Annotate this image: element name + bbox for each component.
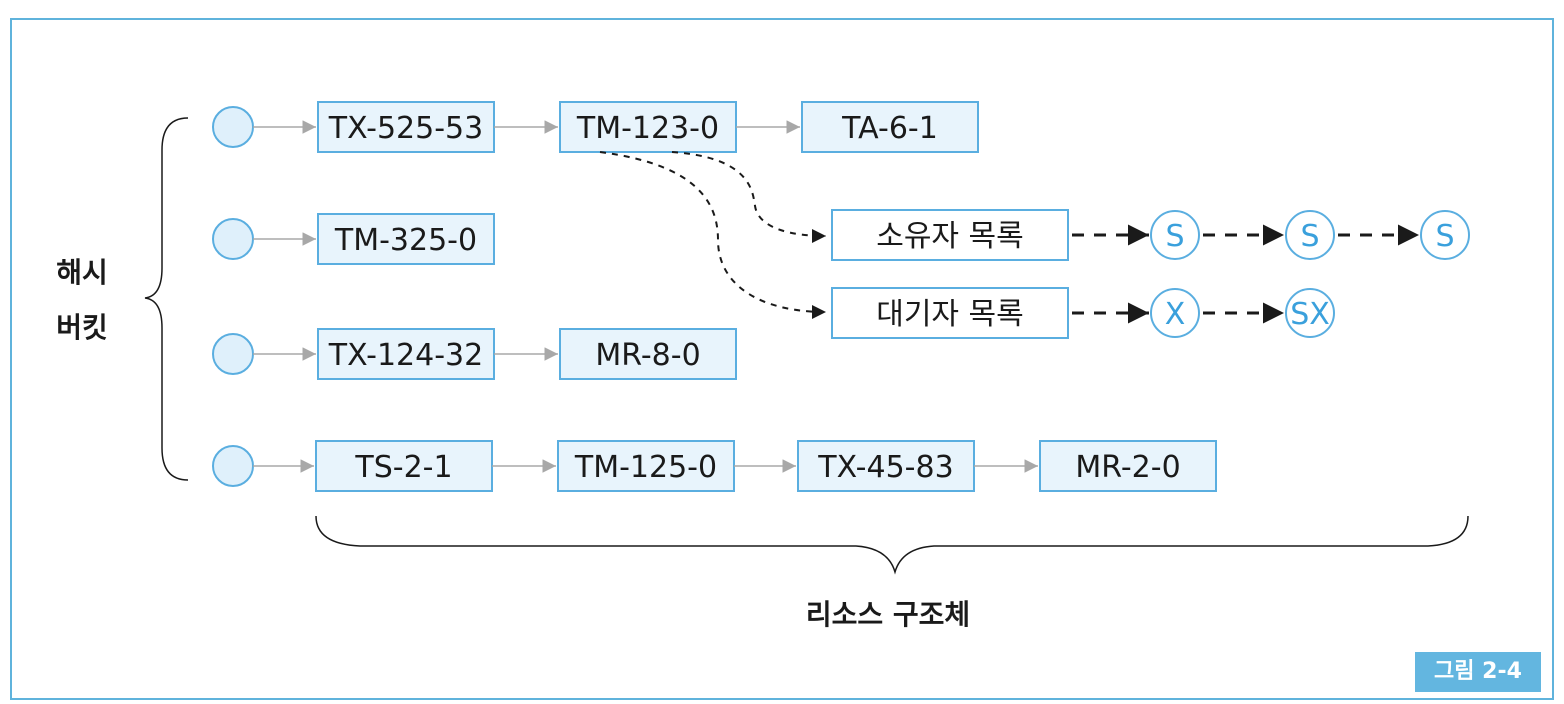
waiter-lock-label: X — [1165, 297, 1186, 332]
hash-bucket-label-line1: 해시 — [56, 256, 108, 289]
hash-bucket-label-line2: 버킷 — [56, 311, 108, 344]
resource-node-label: TX-124-32 — [328, 338, 483, 373]
waiter-list-box — [831, 287, 1069, 339]
resource-node-box — [1039, 440, 1217, 492]
resource-node-label: TX-525-53 — [328, 111, 483, 146]
resource-node-label: TM-123-0 — [576, 111, 719, 146]
hash-chain-row: TS-2-1 TM-125-0 TX-45-83 MR-2-0 — [212, 440, 1217, 492]
resource-node-label: TX-45-83 — [817, 450, 953, 485]
figure-tag: 그림 2-4 — [1415, 652, 1541, 692]
resource-node-box — [559, 328, 737, 380]
hash-bucket-slot — [212, 333, 254, 375]
resource-node-box — [559, 101, 737, 153]
resource-structure-label: 리소스 구조체 — [806, 598, 970, 631]
resource-node-box — [557, 440, 735, 492]
hash-chain-row: TX-124-32 MR-8-0 — [212, 328, 737, 380]
resource-node-label: TM-125-0 — [574, 450, 717, 485]
resource-structure-brace — [315, 515, 1469, 575]
waiter-lock-label: SX — [1290, 297, 1330, 332]
owner-lock-circle — [1285, 210, 1335, 260]
resource-node-label: MR-2-0 — [1075, 450, 1180, 485]
owner-lock-circle — [1150, 210, 1200, 260]
owner-list-label: 소유자 목록 — [876, 219, 1024, 254]
owner-lock-label: S — [1165, 219, 1184, 254]
hash-bucket-slot — [212, 106, 254, 148]
waiter-list-link — [599, 151, 827, 319]
resource-node-label: MR-8-0 — [595, 338, 700, 373]
resource-node-label: TA-6-1 — [841, 111, 938, 146]
waiter-list-label: 대기자 목록 — [876, 297, 1024, 332]
owner-list-box — [831, 209, 1069, 261]
resource-node-box — [317, 328, 495, 380]
resource-node-box — [317, 213, 495, 265]
resource-node-box — [797, 440, 975, 492]
owner-list-link — [671, 151, 827, 243]
waiter-lock-circle — [1150, 288, 1200, 338]
owner-lock-label: S — [1300, 219, 1319, 254]
resource-node-label: TM-325-0 — [334, 223, 477, 258]
resource-node-box — [317, 101, 495, 153]
resource-node-label: TS-2-1 — [354, 450, 452, 485]
hash-chain-row: TM-325-0 — [212, 213, 495, 265]
hash-bucket-slot — [212, 445, 254, 487]
waiter-lock-circle — [1285, 288, 1335, 338]
owner-lock-label: S — [1435, 219, 1454, 254]
hash-chains: TX-525-53 TM-123-0 TA-6-1TM-325-0TX-124-32… — [212, 101, 1217, 492]
resource-node-box — [801, 101, 979, 153]
resource-node-box — [315, 440, 493, 492]
figure-frame — [10, 18, 1554, 700]
hash-bucket-slot — [212, 218, 254, 260]
waiter-lock-chain: X SX — [1072, 288, 1335, 338]
owner-lock-circle — [1420, 210, 1470, 260]
hash-bucket-brace — [144, 117, 189, 481]
hash-chain-row: TX-525-53 TM-123-0 TA-6-1 — [212, 101, 979, 153]
